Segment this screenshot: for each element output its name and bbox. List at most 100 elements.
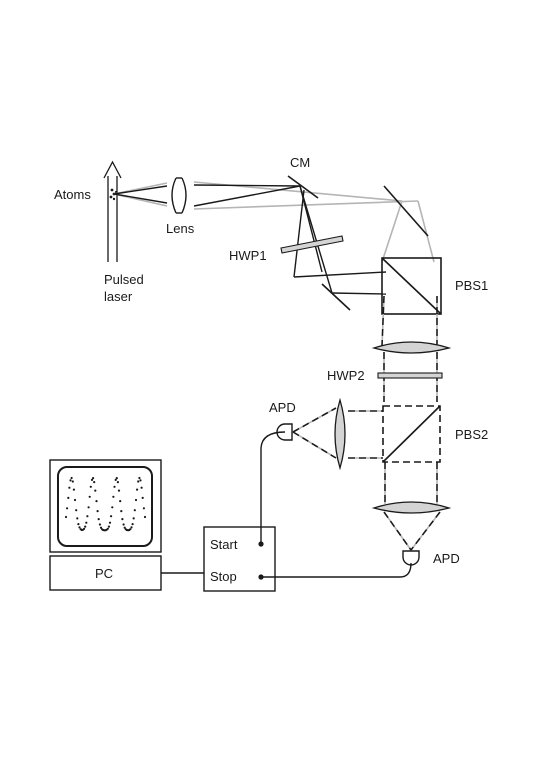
trace-dot	[69, 479, 72, 482]
label-pbs2: PBS2	[455, 427, 488, 442]
trace-dot	[120, 510, 123, 513]
trace-dot	[129, 528, 132, 531]
label-pc: PC	[95, 566, 113, 581]
trace-dot	[111, 506, 114, 509]
label-cm: CM	[290, 155, 310, 170]
trace-dot	[76, 517, 79, 520]
trace-dot	[99, 526, 103, 529]
hwp1-plate	[280, 235, 344, 254]
trace-dot	[97, 518, 100, 521]
trace-dot	[88, 495, 91, 498]
trace-dot	[137, 480, 140, 483]
pbs1-cube	[381, 257, 442, 315]
gray-dash-left	[292, 407, 383, 459]
trace-dot	[98, 523, 101, 526]
label-start: Start	[210, 537, 238, 552]
trace-dot	[132, 517, 135, 520]
trace-dot	[72, 488, 75, 491]
label-stop: Stop	[210, 569, 237, 584]
label-laser: laser	[104, 289, 133, 304]
lens-lower	[371, 501, 452, 514]
folding-mirror	[383, 185, 429, 237]
trace-dot	[68, 486, 71, 489]
monitor-screen	[57, 466, 153, 547]
trace-dot	[70, 476, 73, 480]
trace-dot	[93, 481, 96, 484]
trace-dot	[73, 498, 77, 502]
counter-box	[203, 526, 276, 592]
lower-mirror	[321, 283, 351, 311]
cm-mirror	[287, 175, 319, 199]
pc-box	[49, 555, 162, 591]
trace-dot	[87, 506, 90, 509]
trace-dot	[107, 525, 110, 528]
apd-bottom-detector	[402, 550, 420, 566]
gray-beam	[113, 181, 435, 263]
trace-dot	[117, 489, 121, 492]
lens-upper	[371, 341, 452, 354]
monitor-trace	[64, 476, 147, 532]
pulsed-laser-arrow	[103, 160, 122, 262]
trace-dot	[92, 477, 95, 480]
trace-dot	[114, 478, 117, 481]
label-hwp2: HWP2	[327, 368, 365, 383]
dashed-beam-left	[292, 407, 383, 459]
trace-dot	[64, 515, 68, 519]
trace-dot	[133, 509, 136, 512]
trace-dot	[115, 477, 118, 480]
black-beam	[113, 184, 387, 295]
trace-dot	[85, 521, 88, 524]
trace-dot	[121, 518, 124, 521]
trace-dot	[143, 515, 147, 519]
trace-dot	[136, 488, 139, 491]
trace-dot	[130, 526, 133, 529]
label-hwp1: HWP1	[229, 248, 267, 263]
label-apd-bottom: APD	[433, 551, 460, 566]
gray-dash-upper	[381, 295, 438, 402]
trace-dot	[66, 507, 69, 510]
trace-dot	[83, 527, 86, 530]
trace-dot	[122, 523, 125, 526]
trace-dot	[95, 500, 98, 503]
trace-dot	[140, 486, 143, 489]
trace-dot	[134, 498, 138, 502]
trace-dot	[110, 515, 113, 518]
gray-dash-lower	[383, 462, 441, 551]
trace-dot	[119, 500, 122, 503]
trace-dot	[116, 481, 119, 484]
lens-pair	[171, 177, 187, 214]
label-lens: Lens	[166, 221, 195, 236]
label-pulsed: Pulsed	[104, 272, 144, 287]
trace-dot	[113, 485, 116, 488]
trace-dot	[71, 480, 74, 483]
label-pbs1: PBS1	[455, 278, 488, 293]
trace-dot	[84, 525, 87, 528]
trace-dot	[90, 478, 94, 481]
label-atoms: Atoms	[54, 187, 91, 202]
trace-dot	[142, 507, 145, 510]
trace-dot	[141, 496, 144, 499]
label-apd-top: APD	[269, 400, 296, 415]
trace-dot	[108, 521, 112, 524]
trace-dot	[78, 526, 81, 529]
trace-dot	[67, 496, 70, 499]
start-terminal	[258, 541, 264, 547]
hwp2-plate	[377, 372, 443, 379]
stop-terminal	[258, 574, 264, 580]
trace-dot	[106, 527, 109, 530]
pbs2-cube	[382, 405, 441, 463]
pbs2-diagonal	[382, 405, 441, 463]
trace-dot	[112, 495, 115, 498]
trace-dot	[139, 479, 142, 482]
trace-dot	[94, 489, 97, 492]
trace-dot	[123, 526, 126, 529]
trace-dot	[131, 523, 134, 526]
signal-wires	[161, 431, 412, 578]
trace-dot	[75, 509, 78, 512]
trace-dot	[86, 515, 89, 518]
trace-dot	[77, 523, 80, 526]
trace-dot	[138, 476, 141, 480]
trace-dot	[89, 485, 92, 488]
